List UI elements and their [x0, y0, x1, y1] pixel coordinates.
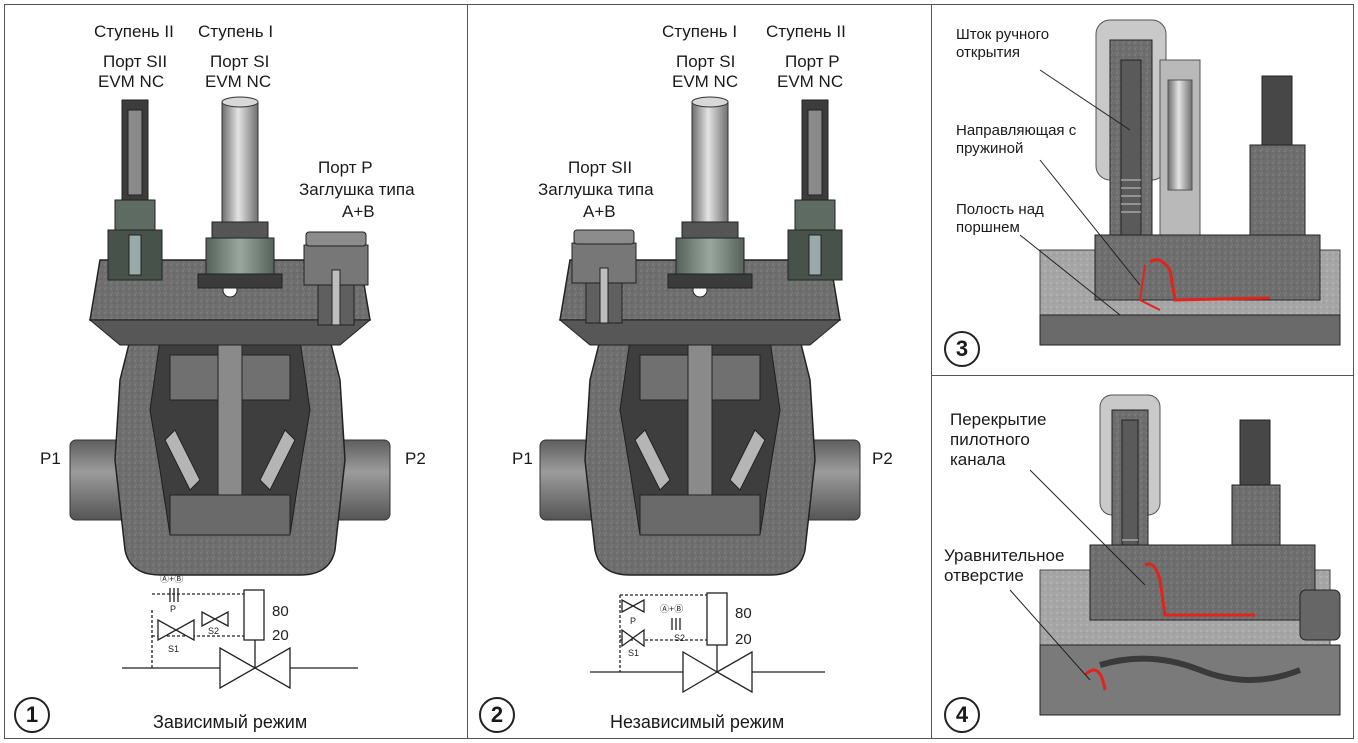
sch2-ab: Ⓐ+Ⓑ [660, 604, 683, 614]
detail-4-drawing [1039, 394, 1341, 716]
p1-port-p: Порт P [318, 158, 373, 177]
p2-caption: Независимый режим [610, 712, 785, 732]
p2-evm-nc-a: EVM NC [672, 72, 739, 91]
sch2-80: 80 [735, 605, 752, 622]
sch1-p: P [170, 604, 176, 614]
sch1-80: 80 [272, 603, 289, 620]
p2-label-p2: P2 [872, 449, 893, 468]
p1-plug-type: Заглушка типа [299, 180, 415, 199]
badge-2: 2 [479, 697, 515, 733]
p3-cavity-label-2: поршнем [956, 219, 1020, 236]
sch2-p: P [630, 616, 636, 626]
p2-plug-type: Заглушка типа [538, 180, 654, 199]
p1-plug-ab: A+B [342, 202, 375, 221]
p4-pilot-label-1: Перекрытие [950, 410, 1047, 429]
badge-4: 4 [944, 697, 980, 733]
p2-label-p1: P1 [512, 449, 533, 468]
p2-stage2-title: Ступень II [766, 22, 846, 41]
p3-stem-label-1: Шток ручного [956, 26, 1050, 43]
p3-stem-label-2: открытия [956, 44, 1020, 61]
p4-pilot-label-2: пилотного [950, 430, 1030, 449]
p3-cavity-label-1: Полость над [956, 201, 1044, 218]
p4-equal-label-2: отверстие [944, 566, 1024, 585]
p2-plug-ab: A+B [583, 202, 616, 221]
sch2-20: 20 [735, 631, 752, 648]
p4-pilot-label-3: канала [950, 450, 1006, 469]
p1-port-sii: Порт SII [103, 52, 168, 71]
p1-caption: Зависимый режим [153, 712, 308, 732]
sch1-s1: S1 [168, 644, 179, 654]
p2-port-p: Порт P [785, 52, 840, 71]
badge-3: 3 [944, 331, 980, 367]
sch1-20: 20 [272, 627, 289, 644]
p2-evm-nc-b: EVM NC [777, 72, 844, 91]
schematic-dependent [122, 588, 358, 690]
p3-guide-label-2: пружиной [956, 140, 1024, 157]
p1-port-si: Порт SI [210, 52, 270, 71]
p1-label-p2: P2 [405, 449, 426, 468]
schematic-independent [590, 592, 825, 694]
sch2-s1: S1 [628, 648, 639, 658]
badge-1: 1 [14, 697, 50, 733]
p1-stage1-title: Ступень I [198, 22, 274, 41]
sch1-ab: Ⓐ+Ⓑ [160, 574, 183, 584]
p1-label-p1: P1 [40, 449, 61, 468]
p4-equal-label-1: Уравнительное [944, 546, 1065, 565]
p1-evm-nc-b: EVM NC [205, 72, 272, 91]
p1-evm-nc-a: EVM NC [98, 72, 165, 91]
p2-port-si: Порт SI [676, 52, 736, 71]
p1-stage2-title: Ступень II [94, 22, 174, 41]
detail-3-drawing [1039, 19, 1341, 346]
sch2-s2: S2 [674, 633, 685, 643]
sch1-s2: S2 [208, 626, 219, 636]
p3-guide-label-1: Направляющая с [956, 122, 1077, 139]
p2-stage1-title: Ступень I [662, 22, 738, 41]
p2-port-sii: Порт SII [568, 158, 633, 177]
